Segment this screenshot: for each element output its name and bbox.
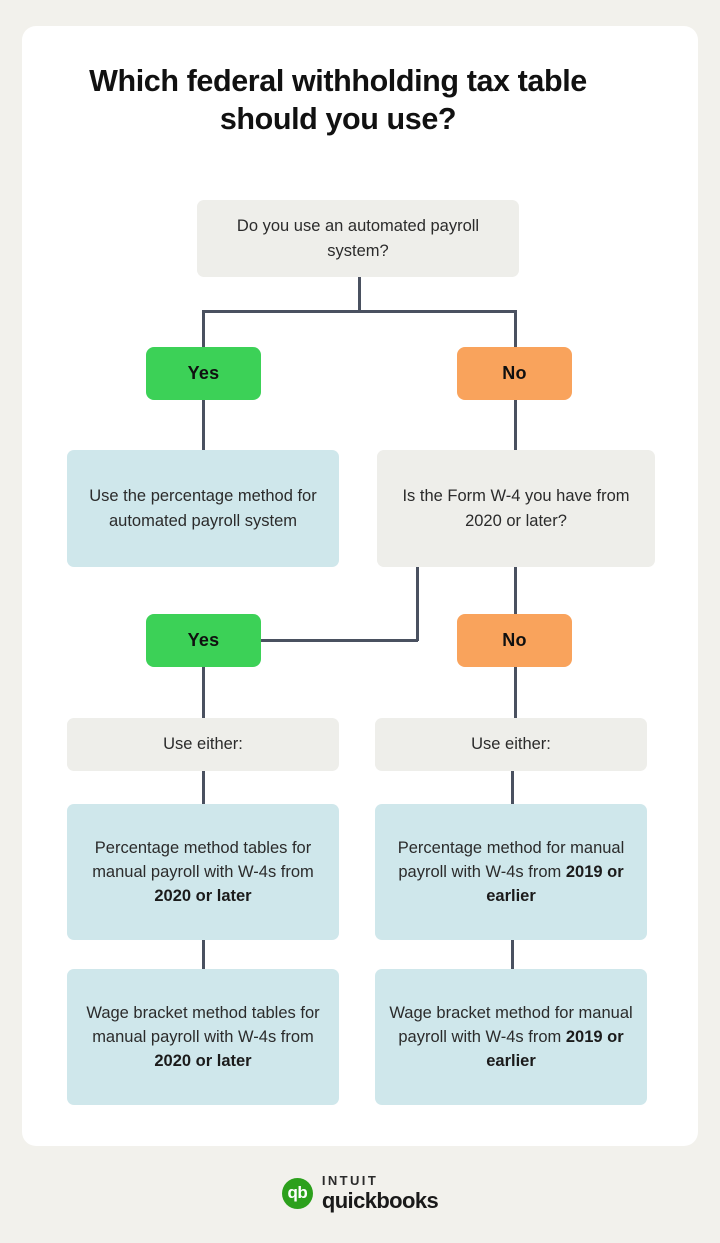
- connector-no2-to-useeither: [514, 667, 517, 719]
- result-wage-bracket-2019-text: Wage bracket method for manual payroll w…: [385, 1001, 637, 1073]
- result-percentage-manual-2019-plain: Percentage method for manual payroll wit…: [397, 838, 625, 881]
- page-title: Which federal withholding tax table shou…: [89, 64, 587, 137]
- logo-wordmark: INTUIT quickbooks: [321, 1173, 439, 1213]
- connector-q1-stem: [358, 276, 361, 311]
- result-wage-bracket-2019: Wage bracket method for manual payroll w…: [375, 969, 647, 1105]
- logo-intuit-text: INTUIT: [321, 1173, 379, 1188]
- connector-yes2-to-useeither: [202, 667, 205, 719]
- result-wage-bracket-2020-text: Wage bracket method tables for manual pa…: [77, 1001, 329, 1073]
- result-percentage-manual-2020-text: Percentage method tables for manual payr…: [77, 836, 329, 908]
- question-automated-payroll-label: Do you use an automated payroll system?: [236, 217, 480, 260]
- connector-q2-yes-arm: [260, 639, 418, 642]
- result-percentage-manual-2019-bold: 2019 or earlier: [486, 862, 624, 906]
- answer-yes-w4[interactable]: Yes: [146, 614, 261, 667]
- connector-to-yes1: [202, 310, 205, 348]
- question-w4-year: Is the Form W-4 you have from 2020 or la…: [377, 450, 655, 567]
- connector-useeither-left-to-percentage: [202, 771, 205, 805]
- result-percentage-manual-2020-plain: Percentage method tables for manual payr…: [92, 838, 314, 881]
- result-percentage-manual-2020-bold: 2020 or later: [154, 887, 252, 906]
- connector-q1-bus: [202, 310, 516, 313]
- answer-yes-w4-label: Yes: [187, 630, 220, 650]
- answer-yes-automated[interactable]: Yes: [146, 347, 261, 400]
- connector-percentage-right-to-wage: [511, 940, 514, 970]
- result-automated-percentage: Use the percentage method for automated …: [67, 450, 339, 567]
- result-percentage-manual-2020: Percentage method tables for manual payr…: [67, 804, 339, 940]
- connector-q2-no-stem: [514, 566, 517, 616]
- answer-no-automated[interactable]: No: [457, 347, 572, 400]
- answer-no-w4[interactable]: No: [457, 614, 572, 667]
- result-percentage-manual-2019-text: Percentage method for manual payroll wit…: [385, 836, 637, 908]
- answer-no-automated-label: No: [502, 363, 527, 383]
- result-wage-bracket-2020-plain: Wage bracket method tables for manual pa…: [86, 1003, 320, 1046]
- answer-yes-automated-label: Yes: [187, 363, 220, 383]
- use-either-left-label: Use either:: [163, 735, 243, 754]
- connector-percentage-left-to-wage: [202, 940, 205, 970]
- result-wage-bracket-2020-bold: 2020 or later: [154, 1052, 252, 1071]
- connector-yes1-to-result: [202, 399, 205, 451]
- question-automated-payroll: Do you use an automated payroll system?: [197, 200, 519, 277]
- use-either-right-label: Use either:: [471, 735, 551, 754]
- connector-q2-yes-stem: [416, 566, 419, 641]
- result-wage-bracket-2019-bold: 2019 or earlier: [486, 1027, 624, 1071]
- use-either-right: Use either:: [375, 718, 647, 771]
- result-automated-percentage-label: Use the percentage method for automated …: [89, 487, 317, 530]
- intuit-quickbooks-logo: qb INTUIT quickbooks: [0, 1174, 720, 1212]
- logo-quickbooks-text: quickbooks: [321, 1188, 439, 1213]
- result-wage-bracket-2020: Wage bracket method tables for manual pa…: [67, 969, 339, 1105]
- result-wage-bracket-2019-plain: Wage bracket method for manual payroll w…: [389, 1003, 633, 1046]
- result-percentage-manual-2019: Percentage method for manual payroll wit…: [375, 804, 647, 940]
- answer-no-w4-label: No: [502, 630, 527, 650]
- connector-to-no1: [514, 310, 517, 348]
- use-either-left: Use either:: [67, 718, 339, 771]
- connector-no1-to-q2: [514, 399, 517, 451]
- connector-useeither-right-to-percentage: [511, 771, 514, 805]
- question-w4-year-label: Is the Form W-4 you have from 2020 or la…: [402, 487, 630, 530]
- quickbooks-mark-icon: qb: [281, 1177, 313, 1209]
